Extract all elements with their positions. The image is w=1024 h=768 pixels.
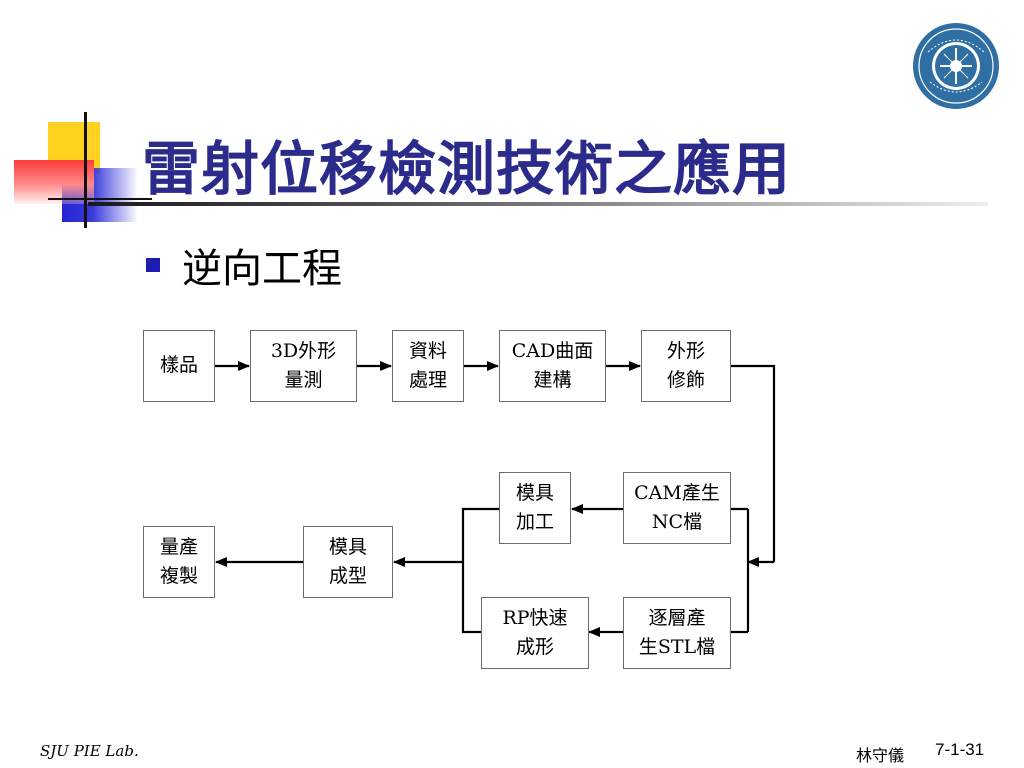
- node-cad-surface: CAD曲面 建構: [499, 330, 606, 402]
- footer-lab-name: SJU PIE Lab.: [40, 742, 139, 760]
- footer-page-number: 7-1-31: [935, 740, 985, 759]
- bullet-square-icon: [146, 258, 160, 272]
- node-cam-nc: CAM產生 NC檔: [623, 472, 731, 544]
- node-rp-forming: RP快速 成形: [481, 597, 589, 669]
- node-shape-refine: 外形 修飾: [641, 330, 731, 402]
- node-data-processing: 資料 處理: [392, 330, 464, 402]
- node-mold-forming: 模具 成型: [303, 526, 393, 598]
- node-mass-production: 量產 複製: [143, 526, 215, 598]
- connector-left-branch: [461, 507, 499, 634]
- slide-title: 雷射位移檢測技術之應用: [142, 135, 792, 203]
- node-mold-machining: 模具 加工: [499, 472, 571, 544]
- title-underline: [88, 202, 988, 206]
- decor-vertical-line: [84, 112, 87, 228]
- node-sample: 樣品: [143, 330, 215, 402]
- decor-red-square: [14, 160, 94, 204]
- footer-author: 林守儀: [856, 746, 905, 765]
- node-stl-layers: 逐層產 生STL檔: [623, 597, 731, 669]
- university-seal-logo: [913, 23, 999, 109]
- node-3d-scan: 3D外形 量測: [250, 330, 357, 402]
- bullet-text: 逆向工程: [182, 246, 342, 292]
- connector-shape-down: [731, 364, 776, 562]
- decor-horizontal-line: [48, 198, 152, 200]
